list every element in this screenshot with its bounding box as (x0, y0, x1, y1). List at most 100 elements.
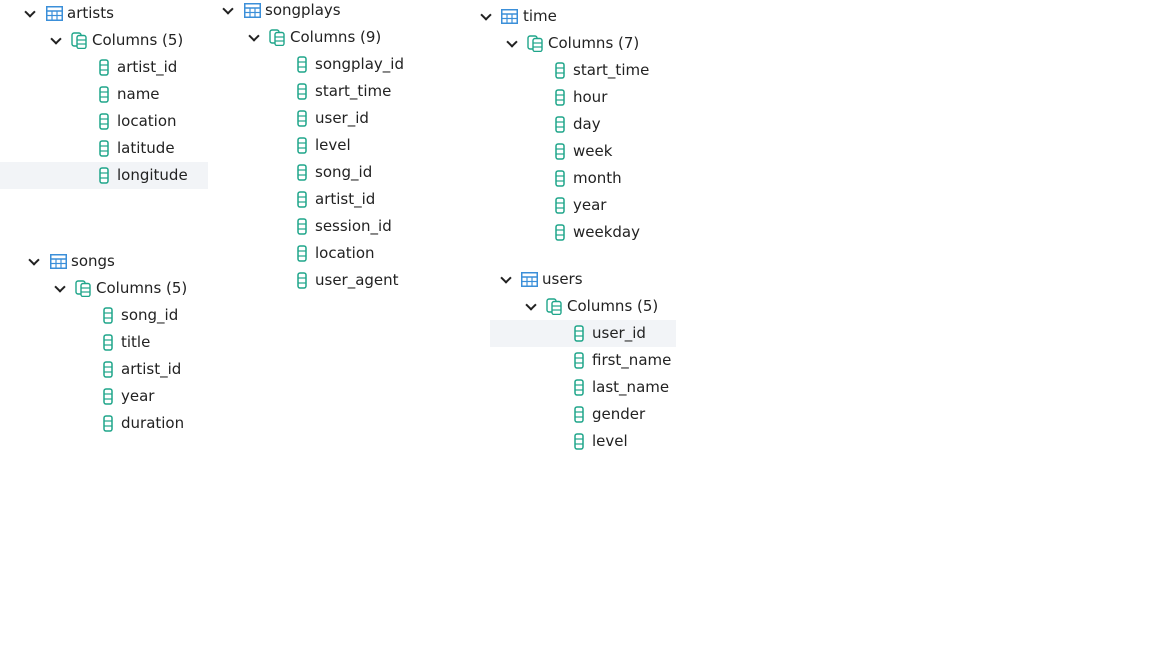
column-name: weekday (573, 223, 641, 241)
columns-node[interactable]: Columns (7) (470, 30, 670, 57)
chevron-down-icon[interactable] (480, 3, 494, 30)
column-icon (555, 224, 565, 241)
column-item[interactable]: longitude (0, 162, 208, 189)
column-name: song_id (121, 306, 179, 324)
column-name: day (573, 115, 601, 133)
column-name: year (573, 196, 607, 214)
columns-label: Columns (5) (92, 31, 184, 49)
chevron-down-icon[interactable] (24, 0, 38, 27)
chevron-down-icon[interactable] (525, 293, 539, 320)
column-name: location (315, 244, 375, 262)
column-name: hour (573, 88, 608, 106)
column-name: user_id (592, 324, 646, 342)
table-name: users (542, 270, 583, 288)
column-item[interactable]: first_name (490, 347, 676, 374)
column-name: session_id (315, 217, 392, 235)
column-icon (297, 272, 307, 289)
chevron-down-icon[interactable] (28, 248, 42, 275)
columns-label: Columns (5) (96, 279, 188, 297)
column-name: artist_id (117, 58, 178, 76)
chevron-down-icon[interactable] (54, 275, 68, 302)
table-node-users[interactable]: users (490, 266, 676, 293)
column-item[interactable]: user_id (208, 105, 468, 132)
column-item[interactable]: location (208, 240, 468, 267)
column-item[interactable]: session_id (208, 213, 468, 240)
column-icon (297, 110, 307, 127)
column-name: start_time (315, 82, 392, 100)
columns-icon (71, 32, 88, 49)
chevron-down-icon[interactable] (500, 266, 514, 293)
chevron-down-icon[interactable] (506, 30, 520, 57)
column-icon (555, 89, 565, 106)
columns-node[interactable]: Columns (5) (0, 275, 208, 302)
column-name: duration (121, 414, 185, 432)
table-node-songplays[interactable]: songplays (208, 0, 468, 24)
column-item[interactable]: artist_id (0, 356, 208, 383)
column-item[interactable]: weekday (470, 219, 670, 246)
column-icon (297, 245, 307, 262)
column-icon (574, 406, 584, 423)
column-icon (103, 307, 113, 324)
column-item[interactable]: hour (470, 84, 670, 111)
column-item[interactable]: year (0, 383, 208, 410)
column-item[interactable]: latitude (0, 135, 208, 162)
column-item[interactable]: user_id (490, 320, 676, 347)
column-item[interactable]: title (0, 329, 208, 356)
column-icon (555, 170, 565, 187)
column-name: level (592, 432, 628, 450)
column-icon (103, 334, 113, 351)
chevron-down-icon[interactable] (50, 27, 64, 54)
column-item[interactable]: artist_id (0, 54, 208, 81)
table-name: songs (71, 252, 115, 270)
column-icon (555, 143, 565, 160)
column-name: name (117, 85, 160, 103)
column-icon (574, 433, 584, 450)
column-item[interactable]: level (208, 132, 468, 159)
column-item[interactable]: start_time (208, 78, 468, 105)
column-name: gender (592, 405, 646, 423)
column-item[interactable]: month (470, 165, 670, 192)
column-name: last_name (592, 378, 670, 396)
column-item[interactable]: location (0, 108, 208, 135)
table-node-artists[interactable]: artists (0, 0, 208, 27)
column-item[interactable]: artist_id (208, 186, 468, 213)
columns-icon (546, 298, 563, 315)
table-node-songs[interactable]: songs (0, 248, 208, 275)
column-name: title (121, 333, 151, 351)
column-item[interactable]: songplay_id (208, 51, 468, 78)
column-item[interactable]: week (470, 138, 670, 165)
column-item[interactable]: duration (0, 410, 208, 437)
column-name: year (121, 387, 155, 405)
column-item[interactable]: user_agent (208, 267, 468, 294)
column-icon (99, 167, 109, 184)
column-name: song_id (315, 163, 373, 181)
chevron-down-icon[interactable] (222, 0, 236, 24)
column-item[interactable]: name (0, 81, 208, 108)
column-name: songplay_id (315, 55, 404, 73)
column-item[interactable]: gender (490, 401, 676, 428)
column-icon (297, 164, 307, 181)
column-item[interactable]: song_id (208, 159, 468, 186)
column-icon (297, 83, 307, 100)
columns-node[interactable]: Columns (9) (208, 24, 468, 51)
column-item[interactable]: start_time (470, 57, 670, 84)
columns-node[interactable]: Columns (5) (0, 27, 208, 54)
column-item[interactable]: last_name (490, 374, 676, 401)
table-name: time (523, 7, 557, 25)
column-name: artist_id (315, 190, 376, 208)
column-icon (555, 197, 565, 214)
table-node-time[interactable]: time (470, 3, 670, 30)
column-name: longitude (117, 166, 188, 184)
columns-node[interactable]: Columns (5) (490, 293, 676, 320)
columns-icon (269, 29, 286, 46)
column-item[interactable]: year (470, 192, 670, 219)
column-icon (103, 415, 113, 432)
column-item[interactable]: level (490, 428, 676, 455)
table-icon (501, 8, 518, 25)
column-item[interactable]: song_id (0, 302, 208, 329)
column-item[interactable]: day (470, 111, 670, 138)
chevron-down-icon[interactable] (248, 24, 262, 51)
